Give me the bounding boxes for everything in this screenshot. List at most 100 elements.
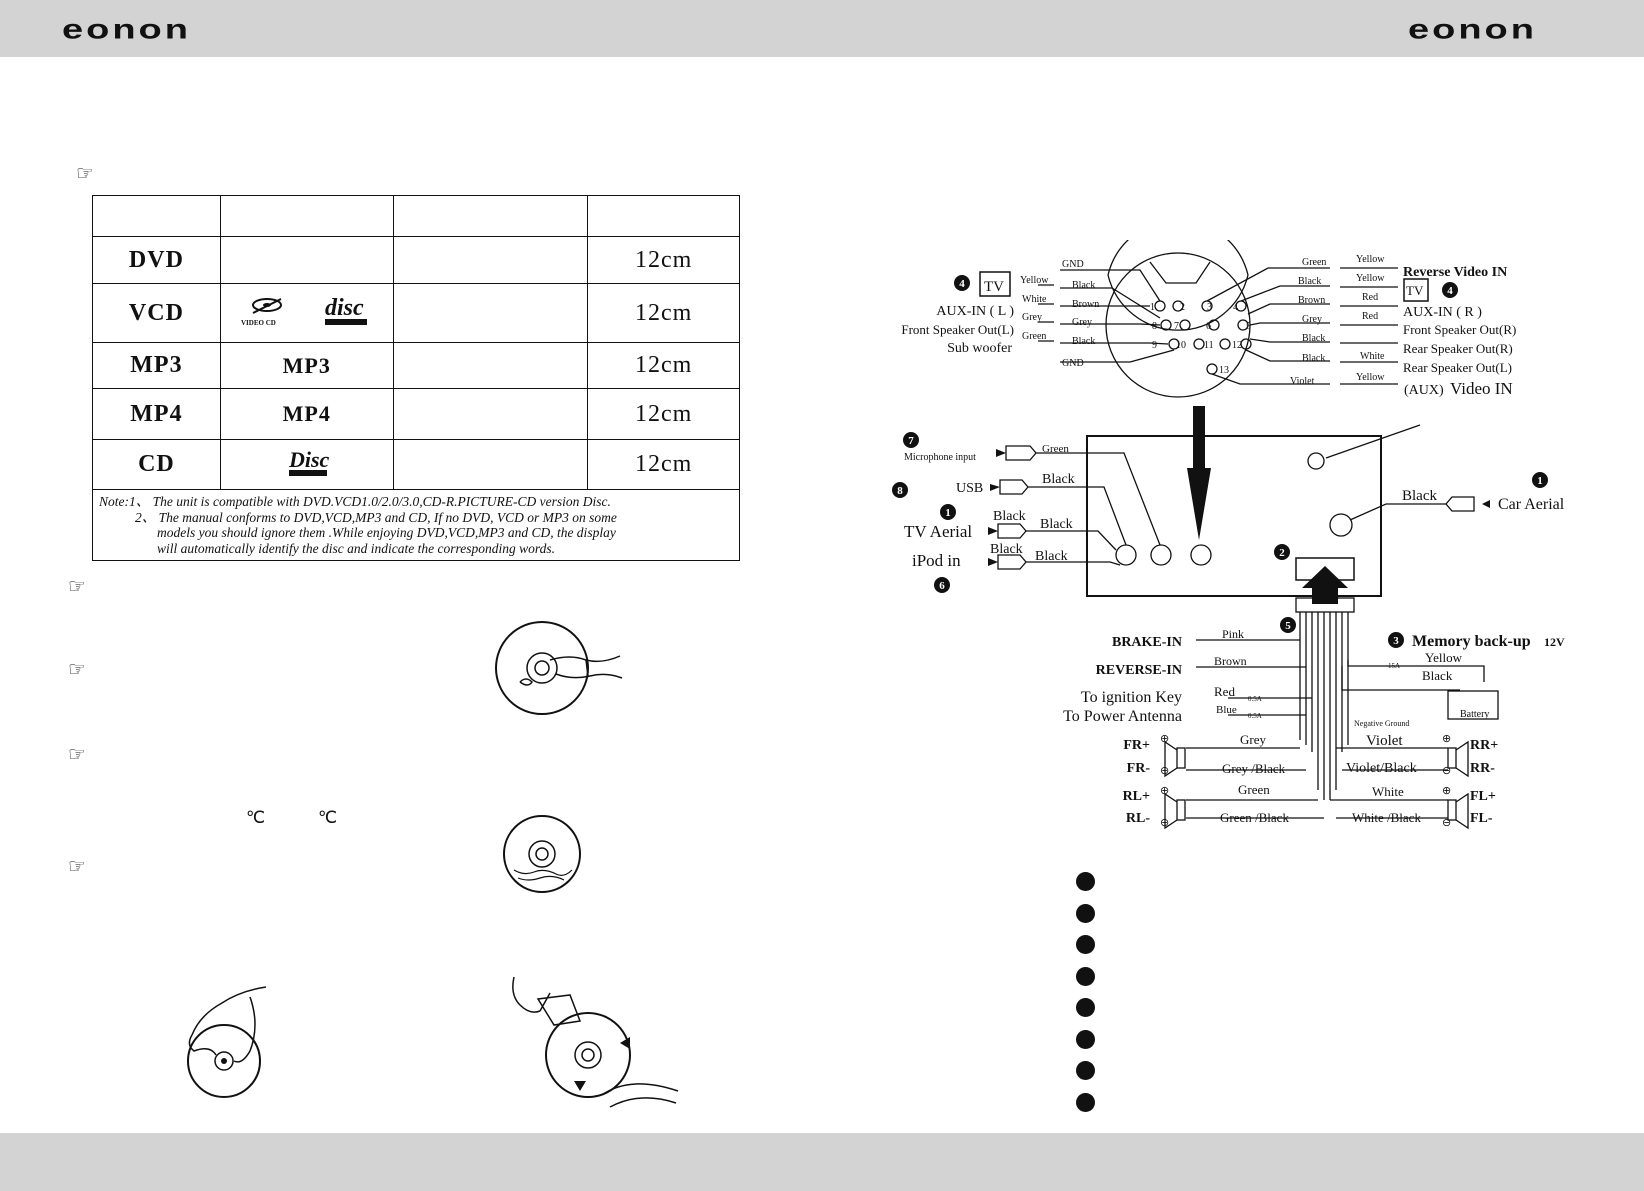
disc-compatibility-table: DVD 12cm VCD VIDEO CD disc 12cm MP3 MP3 …	[92, 195, 740, 561]
svg-text:10: 10	[1176, 340, 1186, 351]
table-note: Note:1、 The unit is compatible with DVD.…	[92, 489, 740, 561]
pointing-hand-icon: ☞	[68, 574, 86, 598]
svg-text:Grey: Grey	[1022, 312, 1042, 323]
svg-text:Black: Black	[1298, 276, 1321, 287]
svg-text:7: 7	[908, 435, 914, 447]
vcd-logos: VIDEO CD disc	[219, 283, 394, 343]
table-row: DVD 12cm	[92, 236, 740, 284]
svg-text:Front Speaker Out(R): Front Speaker Out(R)	[1403, 322, 1516, 337]
svg-text:3: 3	[1393, 635, 1399, 647]
svg-text:To Power Antenna: To Power Antenna	[1063, 708, 1182, 725]
svg-text:⊖: ⊖	[1160, 817, 1169, 829]
svg-text:Grey /Black: Grey /Black	[1222, 761, 1286, 776]
svg-text:2: 2	[1180, 302, 1185, 313]
svg-text:Disc: Disc	[288, 447, 330, 472]
svg-text:4: 4	[1447, 285, 1453, 297]
svg-text:TV: TV	[984, 279, 1004, 295]
svg-text:White: White	[1372, 784, 1404, 799]
svg-text:White: White	[1360, 351, 1385, 362]
svg-text:8: 8	[1152, 321, 1157, 332]
degree-celsius-mark: ℃	[318, 808, 338, 827]
table-row: MP3 MP3 12cm	[92, 342, 740, 389]
svg-text:Battery: Battery	[1460, 709, 1489, 720]
svg-text:Yellow: Yellow	[1356, 273, 1385, 284]
svg-text:Yellow: Yellow	[1356, 372, 1385, 383]
compact-disc-logo: Disc	[219, 439, 394, 490]
svg-text:Black: Black	[1072, 336, 1095, 347]
svg-text:Sub woofer: Sub woofer	[947, 341, 1012, 356]
disc-scratch-illustration	[503, 815, 581, 893]
svg-text:Grey: Grey	[1240, 732, 1266, 747]
legend-bullet	[1076, 1092, 1095, 1112]
svg-text:Yellow: Yellow	[1020, 275, 1049, 286]
svg-text:Green: Green	[1238, 782, 1270, 797]
svg-text:Blue: Blue	[1216, 704, 1237, 716]
svg-text:GND: GND	[1062, 259, 1084, 270]
table-row: MP4 MP4 12cm	[92, 388, 740, 440]
note-line: 2、 The manual conforms to DVD,VCD,MP3 an…	[135, 509, 617, 525]
legend-bullet	[1076, 998, 1095, 1017]
svg-text:FR+: FR+	[1123, 738, 1150, 753]
svg-text:3: 3	[1207, 302, 1212, 313]
svg-text:White /Black: White /Black	[1352, 810, 1421, 825]
svg-text:⊕: ⊕	[1160, 785, 1169, 797]
svg-text:Grey: Grey	[1072, 317, 1092, 328]
disc-type: DVD	[92, 236, 221, 284]
svg-text:Front Speaker Out(L): Front Speaker Out(L)	[901, 322, 1014, 337]
svg-text:Black: Black	[1035, 549, 1068, 564]
svg-text:Memory back-up: Memory back-up	[1412, 633, 1531, 650]
svg-text:Rear Speaker Out(L): Rear Speaker Out(L)	[1403, 360, 1512, 375]
svg-text:iPod in: iPod in	[912, 551, 961, 570]
svg-text:RL+: RL+	[1123, 789, 1150, 804]
svg-text:disc: disc	[325, 295, 364, 321]
svg-text:RR+: RR+	[1470, 738, 1498, 753]
svg-text:Brown: Brown	[1072, 299, 1099, 310]
disc-type: MP3	[92, 342, 221, 389]
svg-text:Black: Black	[1042, 472, 1075, 487]
disc-size: 12cm	[587, 283, 740, 343]
svg-text:4: 4	[1233, 302, 1238, 313]
svg-text:TV: TV	[1406, 283, 1424, 298]
svg-text:BRAKE-IN: BRAKE-IN	[1112, 635, 1182, 650]
table-header-row	[92, 195, 740, 237]
svg-text:1: 1	[1537, 475, 1543, 487]
svg-text:Brown: Brown	[1298, 295, 1325, 306]
svg-text:⊕: ⊕	[1160, 733, 1169, 745]
svg-text:USB: USB	[956, 481, 983, 496]
svg-text:Violet: Violet	[1366, 733, 1403, 749]
svg-text:Green: Green	[1302, 257, 1326, 268]
svg-text:1: 1	[945, 507, 951, 519]
note-line: will automatically identify the disc and…	[157, 540, 555, 556]
svg-text:Black: Black	[1302, 333, 1325, 344]
svg-text:Black: Black	[993, 509, 1026, 524]
disc-removing-illustration	[512, 976, 679, 1108]
svg-text:RL-: RL-	[1126, 811, 1150, 826]
svg-text:White: White	[1022, 294, 1047, 305]
disc-size: 12cm	[587, 388, 740, 440]
mp3-logo: MP3	[219, 342, 394, 389]
header-band	[0, 0, 1644, 57]
svg-text:12: 12	[1232, 340, 1242, 351]
table-note-row: Note:1、 The unit is compatible with DVD.…	[92, 489, 740, 561]
svg-text:⊕: ⊕	[1442, 785, 1451, 797]
svg-text:Black: Black	[1072, 280, 1095, 291]
svg-text:13: 13	[1219, 365, 1229, 376]
svg-text:To ignition Key: To ignition Key	[1081, 689, 1182, 706]
svg-text:TV Aerial: TV Aerial	[904, 522, 972, 541]
degree-celsius-mark: ℃	[246, 808, 266, 827]
mp4-logo: MP4	[219, 388, 394, 440]
disc-size: 12cm	[587, 342, 740, 389]
svg-text:Green: Green	[1042, 443, 1069, 455]
svg-text:Black: Black	[1040, 517, 1073, 532]
svg-text:6: 6	[1206, 321, 1211, 332]
disc-cleaning-illustration	[495, 621, 623, 715]
brand-logo-left: eonon	[62, 14, 191, 46]
pointing-hand-icon: ☞	[68, 742, 86, 766]
svg-text:6: 6	[939, 580, 945, 592]
svg-text:Black: Black	[990, 542, 1023, 557]
disc-size: 12cm	[587, 236, 740, 284]
svg-text:FL-: FL-	[1470, 811, 1493, 826]
svg-text:Red: Red	[1362, 311, 1378, 322]
svg-text:Green: Green	[1022, 331, 1046, 342]
svg-text:Brown: Brown	[1214, 654, 1247, 668]
